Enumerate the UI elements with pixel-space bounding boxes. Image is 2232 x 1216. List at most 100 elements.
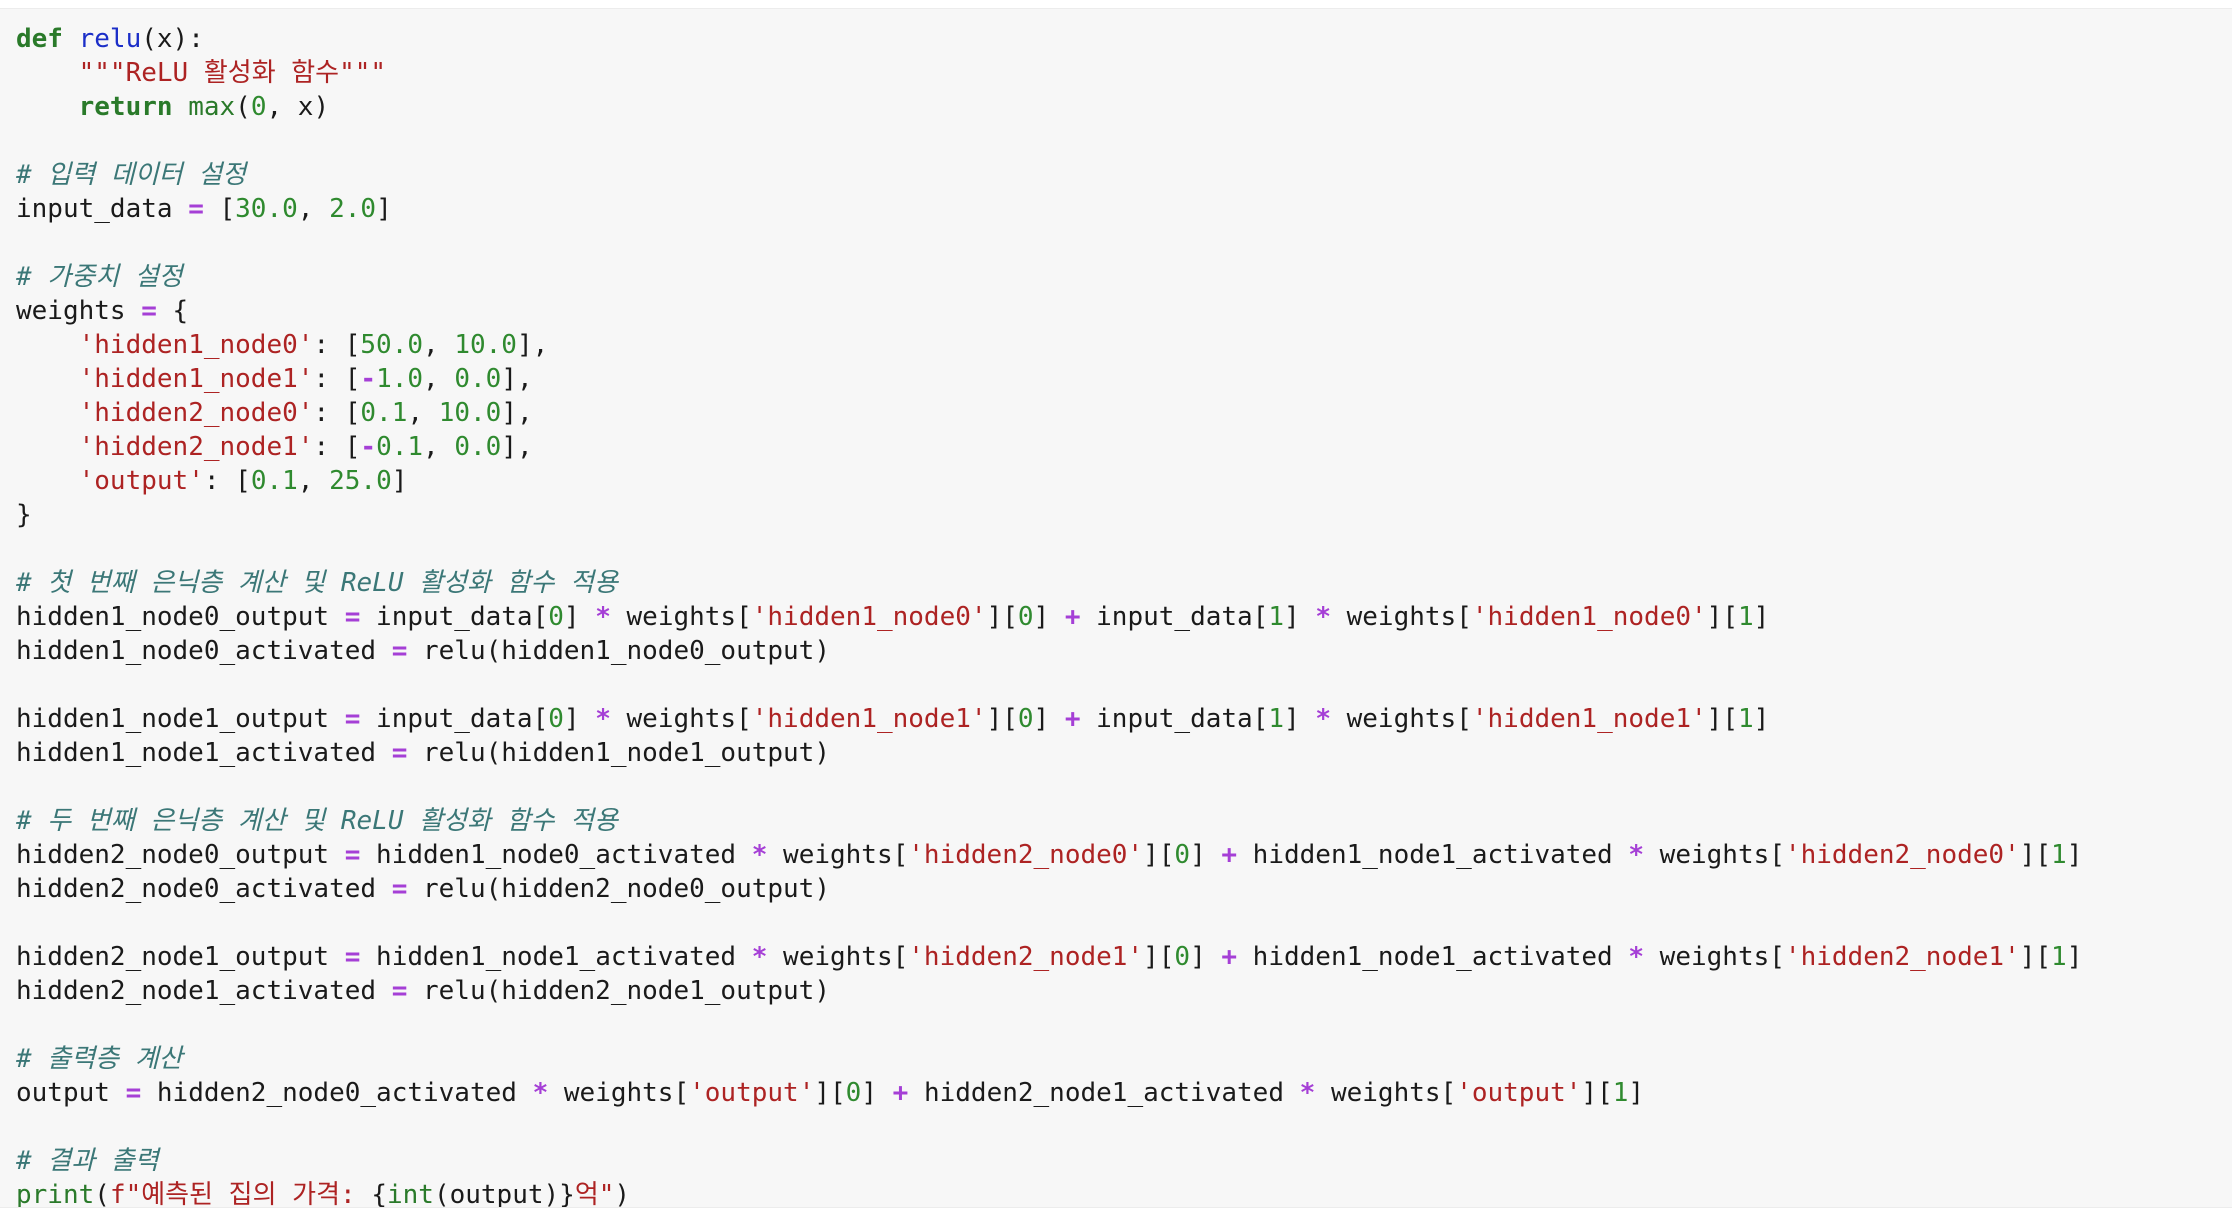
code-text: , bbox=[297, 194, 330, 224]
code-line[interactable] bbox=[16, 668, 2082, 702]
code-text: hidden1_node1_activated bbox=[1237, 840, 1629, 870]
string-token: 'hidden1_node1' bbox=[751, 704, 987, 734]
code-line[interactable] bbox=[16, 226, 2082, 260]
code-line[interactable]: hidden1_node1_output = input_data[0] * w… bbox=[16, 702, 2082, 736]
operator-token: = bbox=[188, 194, 204, 224]
operator-token: = bbox=[391, 976, 408, 1006]
code-line[interactable]: output = hidden2_node0_activated * weigh… bbox=[16, 1076, 2082, 1110]
builtin-token: int bbox=[386, 1180, 434, 1208]
code-line[interactable]: def relu(x): bbox=[16, 22, 2082, 56]
code-line[interactable]: hidden1_node1_activated = relu(hidden1_n… bbox=[16, 736, 2082, 770]
code-line[interactable]: hidden1_node0_output = input_data[0] * w… bbox=[16, 600, 2082, 634]
code-line[interactable]: 'hidden1_node0': [50.0, 10.0], bbox=[16, 328, 2082, 362]
number-token: 0 bbox=[1017, 704, 1034, 734]
code-line[interactable]: # 출력층 계산 bbox=[16, 1042, 2082, 1076]
string-token: 'hidden1_node1' bbox=[78, 364, 314, 394]
code-line[interactable]: # 가중치 설정 bbox=[16, 260, 2082, 294]
number-token: 10.0 bbox=[438, 398, 502, 428]
operator-token: + bbox=[1221, 840, 1238, 870]
code-line[interactable]: return max(0, x) bbox=[16, 90, 2082, 124]
code-cell[interactable]: def relu(x): """ReLU 활성화 함수""" return ma… bbox=[0, 8, 2232, 1208]
code-line[interactable]: # 두 번째 은닉층 계산 및 ReLU 활성화 함수 적용 bbox=[16, 804, 2082, 838]
code-text: weights[ bbox=[1330, 704, 1472, 734]
code-line[interactable]: 'output': [0.1, 25.0] bbox=[16, 464, 2082, 498]
code-text: ], bbox=[501, 398, 533, 428]
number-token: 0.0 bbox=[454, 364, 502, 394]
code-text bbox=[16, 432, 79, 462]
code-text: ] bbox=[2066, 840, 2083, 870]
number-token: 1.0 bbox=[376, 364, 424, 394]
code-text: ] bbox=[1190, 840, 1222, 870]
code-line[interactable] bbox=[16, 770, 2082, 804]
code-line[interactable]: # 입력 데이터 설정 bbox=[16, 158, 2082, 192]
code-line[interactable]: } bbox=[16, 498, 2082, 532]
code-text: hidden2_node1_activated bbox=[908, 1078, 1300, 1108]
code-text: hidden2_node1_output bbox=[16, 942, 345, 972]
string-token: 'hidden2_node1' bbox=[78, 432, 314, 462]
string-token: 'hidden2_node0' bbox=[1784, 840, 2020, 870]
code-text: , bbox=[423, 330, 455, 360]
code-text: relu(hidden2_node1_output) bbox=[407, 976, 830, 1006]
code-text bbox=[16, 398, 79, 428]
code-line[interactable]: hidden2_node1_output = hidden1_node1_act… bbox=[16, 940, 2082, 974]
operator-token: - bbox=[360, 432, 377, 462]
string-token: 'hidden2_node1' bbox=[1784, 942, 2020, 972]
code-text: hidden1_node1_activated bbox=[16, 738, 392, 768]
code-text: ] bbox=[1190, 942, 1222, 972]
code-text: : [ bbox=[313, 330, 361, 360]
code-text: ][ bbox=[814, 1078, 846, 1108]
code-line[interactable] bbox=[16, 1008, 2082, 1042]
string-token: """ReLU 활성화 함수""" bbox=[78, 58, 387, 88]
code-line[interactable]: print(f"예측된 집의 가격: {int(output)}억") bbox=[16, 1178, 2082, 1208]
code-line[interactable]: hidden1_node0_activated = relu(hidden1_n… bbox=[16, 634, 2082, 668]
code-line[interactable] bbox=[16, 532, 2082, 566]
code-text bbox=[16, 58, 79, 88]
operator-token: * bbox=[595, 704, 611, 734]
number-token: 30.0 bbox=[235, 194, 298, 224]
code-line[interactable]: weights = { bbox=[16, 294, 2082, 328]
code-line[interactable] bbox=[16, 906, 2082, 940]
code-text: relu(hidden1_node0_output) bbox=[407, 636, 830, 666]
builtin-token: max bbox=[188, 92, 236, 122]
comment-token: # 가중치 설정 bbox=[16, 262, 183, 292]
code-line[interactable]: # 첫 번째 은닉층 계산 및 ReLU 활성화 함수 적용 bbox=[16, 566, 2082, 600]
code-line[interactable] bbox=[16, 1110, 2082, 1144]
code-line[interactable]: hidden2_node0_activated = relu(hidden2_n… bbox=[16, 872, 2082, 906]
code-text bbox=[63, 24, 79, 54]
code-line[interactable]: 'hidden1_node1': [-1.0, 0.0], bbox=[16, 362, 2082, 396]
operator-token: * bbox=[751, 942, 768, 972]
code-text: relu(hidden2_node0_output) bbox=[407, 874, 830, 904]
code-text: weights[ bbox=[767, 840, 909, 870]
string-token: 'output' bbox=[1456, 1078, 1582, 1108]
code-line[interactable]: input_data = [30.0, 2.0] bbox=[16, 192, 2082, 226]
code-line[interactable]: 'hidden2_node0': [0.1, 10.0], bbox=[16, 396, 2082, 430]
number-token: 0 bbox=[1017, 602, 1034, 632]
code-text: ] bbox=[1753, 704, 1770, 734]
operator-token: * bbox=[532, 1078, 549, 1108]
code-line[interactable]: 'hidden2_node1': [-0.1, 0.0], bbox=[16, 430, 2082, 464]
number-token: 50.0 bbox=[360, 330, 424, 360]
code-line[interactable]: hidden2_node1_activated = relu(hidden2_n… bbox=[16, 974, 2082, 1008]
code-text: ][ bbox=[1143, 942, 1175, 972]
code-line[interactable]: """ReLU 활성화 함수""" bbox=[16, 56, 2082, 90]
operator-token: = bbox=[125, 1078, 142, 1108]
code-text: weights[ bbox=[548, 1078, 690, 1108]
code-text: ], bbox=[501, 364, 533, 394]
code-line[interactable]: hidden2_node0_output = hidden1_node0_act… bbox=[16, 838, 2082, 872]
code-text: { bbox=[156, 296, 189, 326]
code-line[interactable]: # 결과 출력 bbox=[16, 1144, 2082, 1178]
number-token: 1 bbox=[2051, 942, 2067, 972]
operator-token: * bbox=[1628, 942, 1645, 972]
code-text: weights bbox=[16, 296, 142, 326]
code-text bbox=[173, 92, 189, 122]
number-token: 1 bbox=[1268, 602, 1284, 632]
code-text: ][ bbox=[1143, 840, 1175, 870]
code-text: hidden1_node0_activated bbox=[360, 840, 752, 870]
operator-token: * bbox=[1315, 602, 1331, 632]
comment-token: # 입력 데이터 설정 bbox=[16, 160, 247, 190]
code-line[interactable] bbox=[16, 124, 2082, 158]
code-editor[interactable]: def relu(x): """ReLU 활성화 함수""" return ma… bbox=[16, 22, 2082, 1208]
code-text: ] bbox=[391, 466, 408, 496]
code-text: relu(hidden1_node1_output) bbox=[407, 738, 830, 768]
number-token: 2.0 bbox=[329, 194, 377, 224]
